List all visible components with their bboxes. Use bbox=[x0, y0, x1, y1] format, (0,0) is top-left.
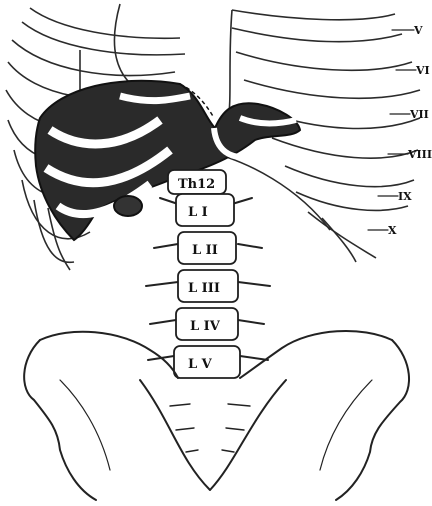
vertebra-l4: L IV bbox=[150, 308, 264, 340]
liver bbox=[35, 81, 300, 240]
rib-label: IX bbox=[398, 190, 412, 203]
rib-label: X bbox=[388, 224, 397, 237]
vertebra-label: Th12 bbox=[178, 177, 215, 192]
rib-label: VII bbox=[409, 108, 429, 121]
vertebra-label: L V bbox=[188, 357, 213, 372]
vertebra-label: L I bbox=[188, 205, 208, 220]
vertebra-l3: L III bbox=[146, 270, 270, 302]
vertebra-l2: L II bbox=[154, 232, 262, 264]
spine: Th12 L I L II L III L IV bbox=[146, 170, 270, 378]
rib-label: VI bbox=[415, 64, 430, 77]
vertebra-label: L II bbox=[192, 243, 218, 258]
vertebra-l1: L I bbox=[160, 194, 252, 226]
rib-labels: V VI VII VIII IX X bbox=[368, 24, 432, 237]
vertebra-th12: Th12 bbox=[168, 170, 226, 194]
vertebra-label: L III bbox=[188, 281, 220, 296]
rib-label: VIII bbox=[407, 148, 432, 161]
vertebra-label: L IV bbox=[190, 319, 221, 334]
rib-label: V bbox=[413, 24, 423, 37]
